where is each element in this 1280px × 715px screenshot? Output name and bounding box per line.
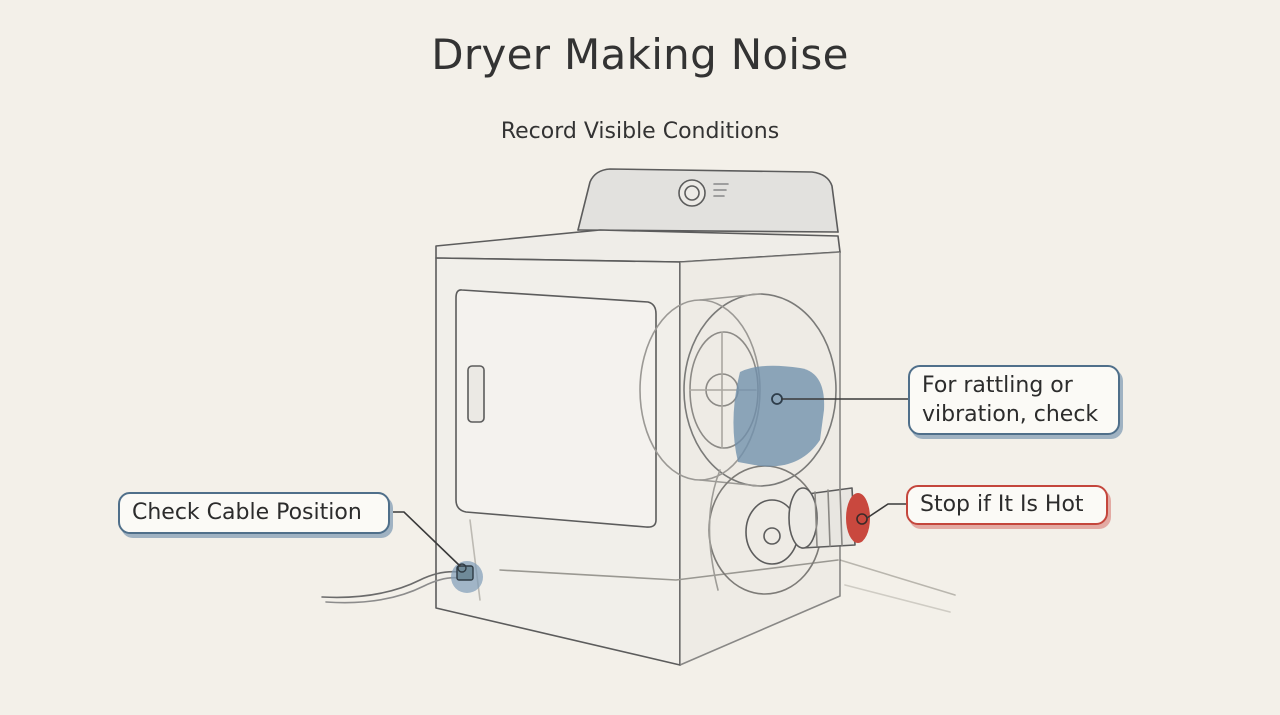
- control-panel: [577, 168, 839, 233]
- callout-check-cable-position: Check Cable Position: [118, 492, 390, 534]
- callout-stop-if-hot: Stop if It Is Hot: [906, 485, 1108, 525]
- drum-highlight: [733, 365, 825, 467]
- callout-hot-label: Stop if It Is Hot: [920, 492, 1084, 517]
- duct-marker: [856, 513, 868, 525]
- control-knob: [678, 179, 706, 207]
- door-handle: [467, 365, 485, 423]
- callout-rattling-vibration: For rattling or vibration, check: [908, 365, 1120, 435]
- leader-hot: [866, 503, 907, 519]
- leader-cable: [389, 511, 461, 567]
- callout-vibration-line1: For rattling or: [922, 373, 1073, 398]
- floor-line: [839, 559, 956, 596]
- power-cable: [321, 570, 461, 599]
- page-title: Dryer Making Noise: [431, 30, 849, 79]
- callout-vibration-line2: vibration, check: [922, 402, 1099, 427]
- page-subtitle: Record Visible Conditions: [500, 119, 780, 144]
- power-plug-icon: [456, 565, 474, 581]
- duct-hot-highlight: [846, 493, 870, 543]
- callout-cable-label: Check Cable Position: [132, 500, 362, 525]
- dryer-door: [455, 289, 657, 528]
